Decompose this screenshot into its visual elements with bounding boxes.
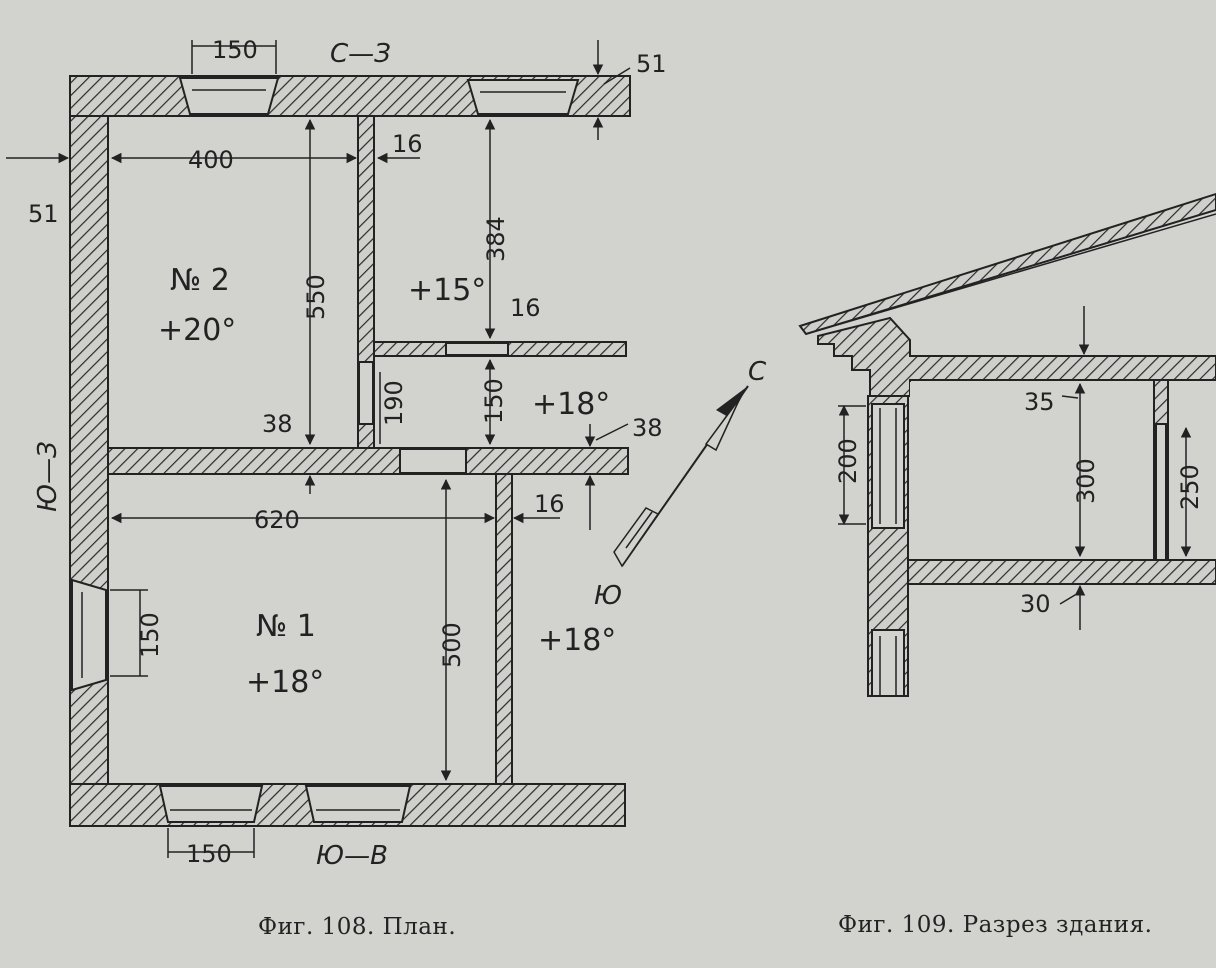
corridor-floor [376, 358, 626, 446]
top-right-temp: +15° [408, 273, 486, 308]
dim-wall-outer-right: 51 [636, 50, 667, 78]
partition-room1 [495, 473, 513, 785]
plan-caption: Фиг. 108. План. [258, 914, 456, 940]
section-door [1155, 423, 1167, 561]
window-top-left [178, 77, 280, 115]
section-floor-slab [907, 559, 1216, 585]
compass-north-arrowhead [716, 386, 748, 418]
room1-name: № 1 [256, 609, 316, 644]
plan-dimension-labels: 150 51 51 400 16 384 16 550 150 190 38 3… [28, 36, 667, 868]
dim-window-bottom: 150 [186, 840, 232, 868]
inner-wall-middle [107, 447, 629, 475]
dim-partition-mid: 16 [510, 294, 541, 322]
dim-corridor-height: 150 [480, 378, 508, 424]
room2-name: № 2 [170, 263, 230, 298]
dim-room1-height: 500 [438, 622, 466, 668]
dim-wall-inner-right: 38 [632, 414, 663, 442]
room-right-floor [514, 476, 626, 782]
dim-room-top-right-height: 384 [482, 216, 510, 262]
building-section: 35 200 300 250 30 Фиг. 109. Разрез здани… [798, 192, 1216, 938]
dim-room2-height: 550 [302, 274, 330, 320]
door-opening-room2 [358, 361, 374, 425]
dim-room2-width: 400 [188, 146, 234, 174]
room-top-right-floor [376, 117, 626, 340]
dim-window-height: 200 [834, 438, 862, 484]
outer-wall-left [69, 75, 109, 821]
dim-room-height: 300 [1072, 458, 1100, 504]
roof-slab [798, 192, 1216, 336]
dim-door-height-section: 250 [1176, 464, 1204, 510]
door-opening-corridor [445, 342, 509, 356]
room1-floor [110, 476, 494, 782]
orientation-south-east: Ю—В [316, 841, 388, 871]
section-caption: Фиг. 109. Разрез здания. [838, 912, 1152, 938]
dim-door-height: 190 [380, 380, 408, 426]
window-bottom-left [158, 785, 264, 823]
dim-floor-thickness: 30 [1020, 590, 1051, 618]
dim-wall-outer-left: 51 [28, 200, 59, 228]
dim-ceiling-thickness: 35 [1024, 388, 1055, 416]
door-opening-middle [399, 448, 467, 474]
plan-dimension-lines [6, 40, 631, 858]
compass-north-label: С [748, 357, 767, 387]
window-left-wall [71, 578, 107, 692]
dim-partition-top: 16 [392, 130, 423, 158]
compass-south-label: Ю [594, 581, 622, 611]
plan-openings [71, 77, 580, 823]
floor-plan: 150 51 51 400 16 384 16 550 150 190 38 3… [6, 36, 767, 940]
right-room-temp: +18° [538, 623, 616, 658]
dim-window-top: 150 [212, 36, 258, 64]
plan-room-labels: № 2 +20° +15° +18° № 1 +18° +18° [158, 263, 616, 700]
room2-temp: +20° [158, 313, 236, 348]
window-bottom-right [304, 785, 412, 823]
room1-temp: +18° [246, 665, 324, 700]
dim-wall-inner-left: 38 [262, 410, 293, 438]
orientation-north-west: С—З [330, 39, 391, 69]
section-window-lower [871, 629, 905, 697]
orientation-south-west: Ю—З [33, 441, 63, 512]
corridor-temp: +18° [532, 387, 610, 422]
section-window [871, 403, 905, 529]
dim-room1-width: 620 [254, 506, 300, 534]
compass-arrow: С Ю [594, 357, 767, 611]
window-top-right [466, 79, 580, 115]
dim-partition-lower: 16 [534, 490, 565, 518]
dim-window-left: 150 [136, 612, 164, 658]
